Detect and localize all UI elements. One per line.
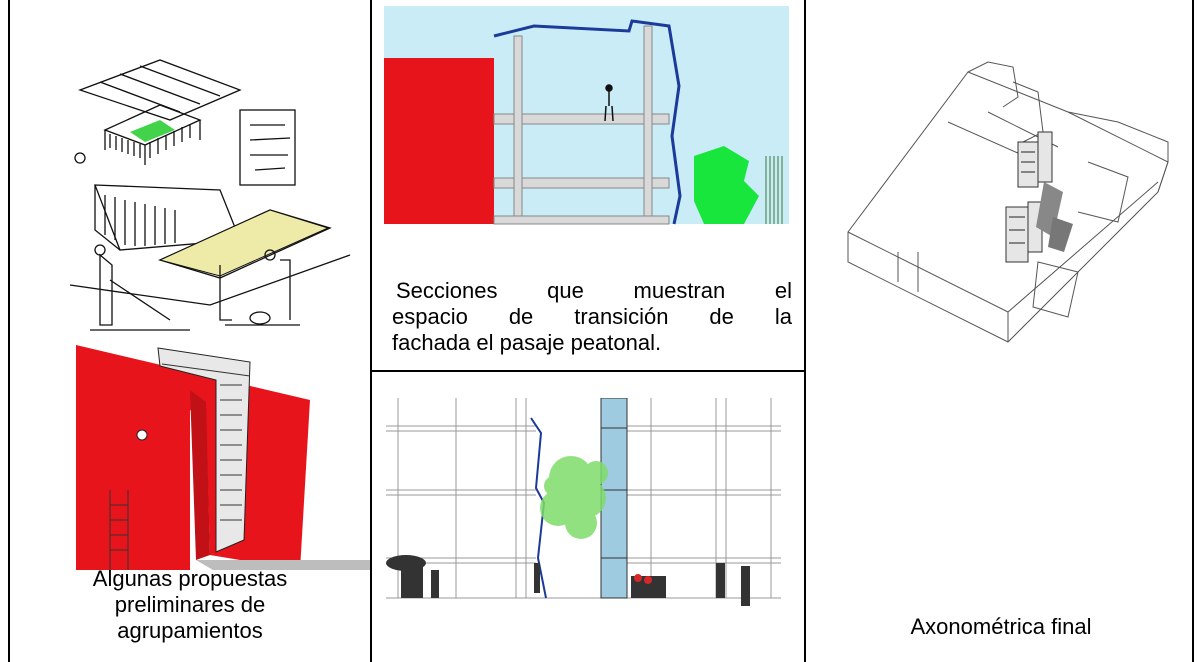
passage-elevation-image	[386, 398, 781, 606]
sketch-courtyard-image	[69, 59, 351, 331]
cell-middle-bottom	[372, 372, 804, 662]
section-drawing-image	[384, 6, 789, 225]
cell-right-axonometric: Axonométrica final	[806, 0, 1192, 662]
table-border-right	[1192, 0, 1194, 662]
caption-middle-top: Secciones que muestran el espacio de tra…	[392, 278, 792, 356]
axonometric-image	[847, 61, 1169, 343]
cell-middle-top: Secciones que muestran el espacio de tra…	[372, 0, 804, 370]
table-divider-middle	[370, 370, 806, 372]
table-divider-1	[370, 0, 372, 662]
table-divider-2	[804, 0, 806, 662]
caption-left: Algunas propuestas preliminares de agrup…	[92, 566, 288, 643]
caption-middle-line1: Secciones que muestran el	[396, 278, 792, 303]
sketch-red-facade-image	[76, 345, 370, 570]
table-border-left	[8, 0, 10, 662]
caption-middle-line3: fachada el pasaje peatonal.	[392, 330, 662, 355]
cell-left-sketches: Algunas propuestas preliminares de agrup…	[10, 0, 370, 662]
document-table: Algunas propuestas preliminares de agrup…	[8, 0, 1194, 662]
caption-right: Axonométrica final	[910, 614, 1092, 639]
caption-middle-line2: espacio de transición de la	[392, 304, 792, 329]
